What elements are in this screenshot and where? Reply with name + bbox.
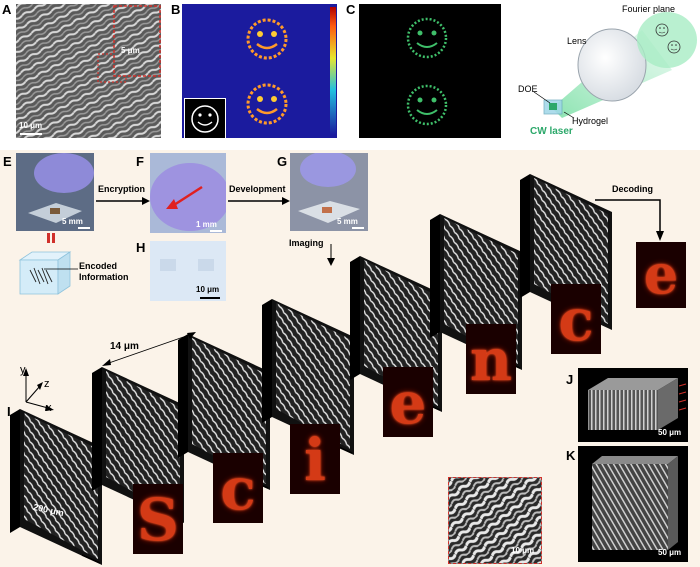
arrow-decoding: [595, 199, 664, 241]
smiley-inset: [184, 98, 226, 138]
label-hydrogel: Hydrogel: [572, 116, 609, 126]
letter-4: e: [389, 369, 427, 437]
scale-j: 50 μm: [658, 428, 682, 437]
panel-g-photo: 5 mm: [290, 153, 368, 231]
scale-a-inset: 5 μm: [121, 46, 140, 55]
decoded-letter-panel: e: [636, 242, 686, 308]
zoom-texture: [449, 478, 541, 563]
scale-a: 10 μm: [19, 121, 43, 130]
axis-y-label: y: [20, 364, 26, 376]
sem-texture: [16, 4, 161, 138]
panel-label-a: A: [2, 2, 12, 17]
panel-label-j: J: [566, 372, 574, 387]
spacing-arrow: [102, 332, 196, 366]
letter-panel-3: i: [290, 424, 340, 494]
letter-5: n: [469, 326, 513, 394]
volume-j: [588, 378, 687, 430]
zoom-inset: 10 μm: [448, 477, 542, 564]
scale-bar-f: [210, 230, 222, 232]
scale-g: 5 mm: [337, 217, 358, 226]
panel-f-photo: 1 mm: [150, 153, 226, 233]
panel-b-intensity-map: [182, 4, 337, 138]
smiley-green: [406, 17, 448, 126]
encoded-pointer: [44, 268, 78, 270]
letter-panel-6: c: [551, 284, 601, 354]
panel-label-g: G: [277, 154, 288, 169]
volume-k: [592, 456, 678, 550]
panel-c-fluorescence: [359, 4, 501, 138]
panel-label-c: C: [346, 2, 356, 17]
arrow-development: [228, 197, 290, 205]
smiley-icon: [191, 105, 219, 133]
panel-label-e: E: [3, 154, 12, 169]
scale-bar-g: [352, 227, 364, 229]
scale-f: 1 mm: [196, 220, 217, 229]
label-information: Information: [79, 272, 129, 282]
decoded-letter: e: [643, 242, 679, 306]
panel-d-schematic: Fourier plane Lens DOE Hydrogel CW laser: [512, 0, 700, 145]
arrow-encryption: [96, 197, 150, 205]
slab-stack-svg: [10, 174, 612, 565]
slab-to-letter-arrow: [81, 554, 101, 564]
panel-label-i: I: [7, 404, 11, 419]
smiley-intensity: [246, 7, 336, 135]
letter-1: S: [137, 486, 179, 554]
scale-bar-h: [200, 297, 220, 299]
equals-marker: [47, 233, 55, 243]
letter-2: c: [220, 455, 256, 523]
panel-h-image: 10 μm: [150, 241, 226, 301]
letter-panel-4: e: [383, 367, 433, 437]
letter-6: c: [558, 286, 594, 354]
label-encryption: Encryption: [98, 184, 146, 194]
axis-z-label: z: [44, 378, 50, 390]
panel-a-sem-image: 10 μm 5 μm: [16, 4, 161, 138]
axis-x-label: x: [46, 402, 52, 414]
fingertip-photo: [150, 163, 226, 231]
panel-j-volume: 50 μm: [578, 368, 688, 442]
scale-inset: 10 μm: [511, 546, 535, 555]
image-slab: [262, 299, 354, 455]
label-fourier-plane: Fourier plane: [622, 4, 676, 14]
glove-photo: [16, 153, 94, 231]
scale-bar-e: [78, 227, 90, 229]
arrow-imaging: [327, 244, 335, 266]
label-lens: Lens: [567, 36, 587, 46]
letter-3: i: [303, 426, 327, 494]
faint-pattern: [160, 259, 214, 271]
label-development: Development: [229, 184, 286, 194]
optical-setup-diagram: [533, 12, 697, 119]
panel-label-h: H: [136, 240, 146, 255]
label-encoded: Encoded: [79, 261, 118, 271]
panel-label-b: B: [171, 2, 181, 17]
scale-k: 50 μm: [658, 548, 682, 557]
label-spacing: 14 μm: [110, 341, 139, 352]
label-decoding: Decoding: [612, 184, 654, 194]
label-cw-laser: CW laser: [530, 126, 573, 137]
cube-graphic: [18, 251, 72, 295]
glove-photo-g: [290, 153, 368, 231]
encoded-cube: [14, 248, 74, 298]
label-doe: DOE: [518, 84, 538, 94]
scale-h: 10 μm: [196, 285, 220, 294]
letter-panel-5: n: [466, 324, 516, 394]
scale-e: 5 mm: [62, 217, 83, 226]
label-imaging: Imaging: [289, 238, 324, 248]
panel-e-photo: 5 mm: [16, 153, 94, 231]
image-slab: [10, 409, 102, 565]
axes-icon: [23, 368, 54, 411]
letter-panel-2: c: [213, 453, 263, 523]
scale-bar-a: [20, 133, 42, 135]
panel-label-f: F: [136, 154, 144, 169]
panel-k-volume: 50 μm: [578, 446, 688, 562]
panel-label-k: K: [566, 448, 576, 463]
letter-panel-1: S: [133, 484, 183, 554]
